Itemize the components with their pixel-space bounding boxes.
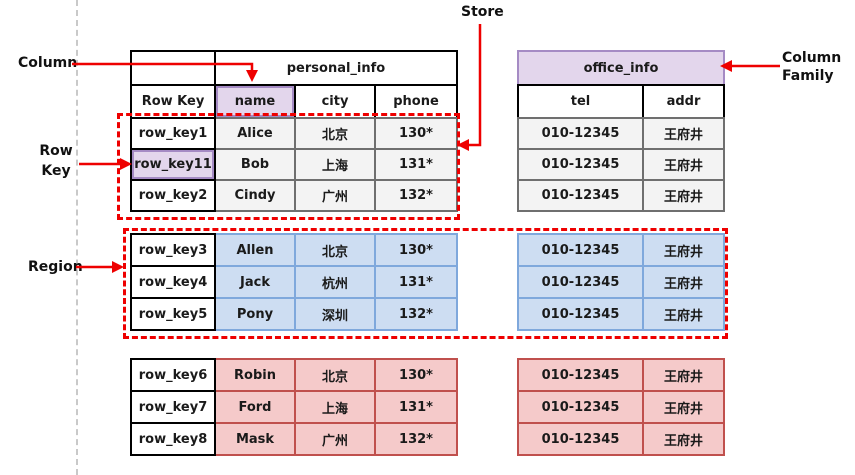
column-header-name: name: [214, 84, 296, 119]
addr-cell: 王府井: [642, 179, 725, 212]
addr-cell: 王府井: [642, 265, 725, 299]
data-cell: 131*: [374, 390, 458, 424]
addr-cell: 王府井: [642, 117, 725, 150]
corner-cell: [130, 50, 216, 86]
left-guide-dashed-line: [76, 0, 78, 475]
left-group1-table: row_key1 Alice 北京 130* row_key11 Bob 上海 …: [130, 117, 458, 212]
row-key-cell: row_key5: [130, 297, 216, 331]
left-group2-table: row_key3 Allen 北京 130* row_key4 Jack 杭州 …: [130, 233, 458, 331]
store-arrow: [469, 24, 482, 147]
row-key-label-line1: Row: [39, 143, 73, 159]
row-key-cell: row_key2: [130, 179, 216, 212]
data-cell: 广州: [294, 179, 376, 212]
row-key-cell: row_key3: [130, 233, 216, 267]
data-cell: Bob: [214, 148, 296, 181]
row-key-cell: row_key6: [130, 358, 216, 392]
data-cell: 132*: [374, 297, 458, 331]
data-cell: 北京: [294, 117, 376, 150]
tel-cell: 010-12345: [517, 265, 644, 299]
data-cell: Robin: [214, 358, 296, 392]
right-group1-table: 010-12345 王府井 010-12345 王府井 010-12345 王府…: [517, 117, 725, 212]
data-cell: 深圳: [294, 297, 376, 331]
tel-cell: 010-12345: [517, 148, 644, 181]
right-group3-table: 010-12345 王府井 010-12345 王府井 010-12345 王府…: [517, 358, 725, 456]
row-key-cell: row_key1: [130, 117, 216, 150]
column-header-phone: phone: [374, 84, 458, 119]
right-group2-table: 010-12345 王府井 010-12345 王府井 010-12345 王府…: [517, 233, 725, 331]
row-key-cell: row_key8: [130, 422, 216, 456]
column-family-label-line2: Family: [782, 68, 834, 84]
row-key-label-line2: Key: [41, 163, 71, 179]
data-cell: Ford: [214, 390, 296, 424]
tel-cell: 010-12345: [517, 390, 644, 424]
data-cell: 上海: [294, 390, 376, 424]
tel-cell: 010-12345: [517, 297, 644, 331]
data-cell: Jack: [214, 265, 296, 299]
data-cell: 130*: [374, 358, 458, 392]
column-label: Column: [18, 55, 78, 71]
tel-cell: 010-12345: [517, 233, 644, 267]
store-arrow-head: [457, 139, 469, 151]
addr-cell: 王府井: [642, 297, 725, 331]
data-cell: Cindy: [214, 179, 296, 212]
row-key-cell-highlighted: row_key11: [130, 148, 216, 181]
data-cell: 132*: [374, 422, 458, 456]
data-cell: 广州: [294, 422, 376, 456]
addr-cell: 王府井: [642, 390, 725, 424]
data-cell: Allen: [214, 233, 296, 267]
left-group3-table: row_key6 Robin 北京 130* row_key7 Ford 上海 …: [130, 358, 458, 456]
store-label: Store: [461, 4, 504, 20]
personal-info-family-cell: personal_info: [214, 50, 458, 86]
data-cell: 130*: [374, 117, 458, 150]
data-cell: 130*: [374, 233, 458, 267]
addr-cell: 王府井: [642, 422, 725, 456]
office-info-family-cell: office_info: [517, 50, 725, 86]
data-cell: 北京: [294, 358, 376, 392]
addr-cell: 王府井: [642, 148, 725, 181]
region-label: Region: [28, 259, 83, 275]
column-family-label-line1: Column: [782, 50, 842, 66]
column-header-addr: addr: [642, 84, 725, 119]
data-cell: Pony: [214, 297, 296, 331]
tel-cell: 010-12345: [517, 117, 644, 150]
data-cell: 131*: [374, 148, 458, 181]
addr-cell: 王府井: [642, 358, 725, 392]
column-header-city: city: [294, 84, 376, 119]
row-key-cell: row_key7: [130, 390, 216, 424]
row-key-header-cell: Row Key: [130, 84, 216, 119]
addr-cell: 王府井: [642, 233, 725, 267]
tel-cell: 010-12345: [517, 358, 644, 392]
tel-cell: 010-12345: [517, 179, 644, 212]
data-cell: Alice: [214, 117, 296, 150]
personal-info-header-table: personal_info Row Key name city phone: [130, 50, 458, 119]
row-key-cell: row_key4: [130, 265, 216, 299]
region-arrow-head: [112, 261, 124, 273]
data-cell: 北京: [294, 233, 376, 267]
data-cell: 131*: [374, 265, 458, 299]
data-cell: 杭州: [294, 265, 376, 299]
data-cell: 132*: [374, 179, 458, 212]
office-info-header-table: office_info tel addr: [517, 50, 725, 119]
tel-cell: 010-12345: [517, 422, 644, 456]
column-header-tel: tel: [517, 84, 644, 119]
data-cell: 上海: [294, 148, 376, 181]
data-cell: Mask: [214, 422, 296, 456]
